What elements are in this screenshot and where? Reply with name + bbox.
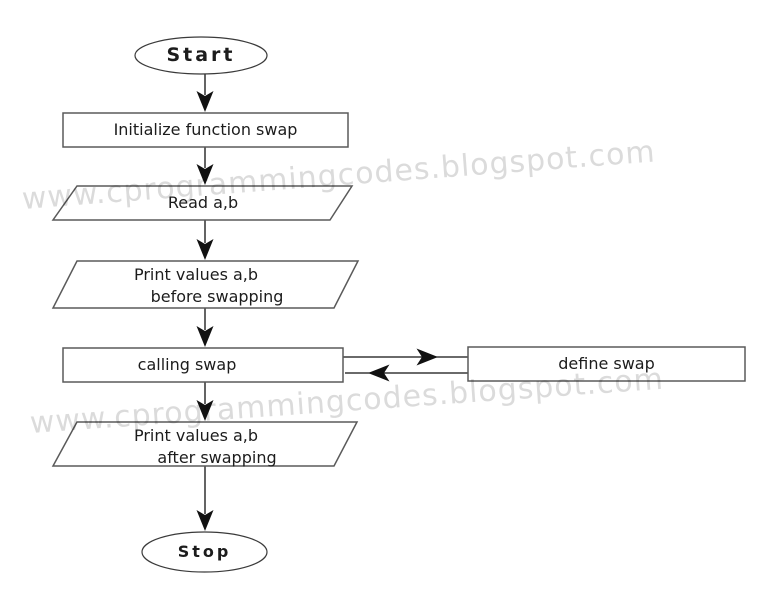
print-after-label: Print values a,b after swapping	[60, 425, 350, 469]
print-before-label: Print values a,b before swapping	[60, 264, 350, 308]
print-before-line2: before swapping	[150, 287, 284, 306]
stop-label: Stop	[177, 542, 232, 561]
stop-terminator-shape	[141, 531, 268, 573]
print-before-line1: Print values a,b	[133, 265, 259, 284]
arrow-down-icon	[196, 164, 214, 185]
read-label: Read a,b	[167, 193, 239, 212]
start-label: Start	[166, 44, 236, 66]
arrow-down-icon	[196, 510, 214, 531]
arrow-down-icon	[196, 91, 214, 112]
print-after-line1: Print values a,b	[133, 426, 259, 445]
calling-swap-label: calling swap	[137, 355, 237, 374]
initialize-process-shape	[62, 112, 349, 148]
print-after-io-shape	[51, 421, 359, 467]
arrow-left-icon	[368, 364, 390, 382]
read-io-shape	[51, 185, 354, 221]
arrow-right-icon	[416, 348, 438, 366]
start-terminator-shape	[134, 36, 268, 75]
print-after-line2: after swapping	[157, 448, 277, 467]
connector-lines	[204, 74, 468, 514]
arrow-down-icon	[196, 239, 214, 260]
define-swap-label: define swap	[558, 354, 655, 373]
initialize-label: Initialize function swap	[113, 120, 298, 139]
node-shapes	[51, 36, 746, 573]
arrow-down-icon	[196, 400, 214, 421]
arrowheads	[196, 91, 438, 531]
arrow-down-icon	[196, 326, 214, 347]
calling-swap-process-shape	[62, 347, 344, 383]
define-swap-process-shape	[467, 346, 746, 382]
print-before-io-shape	[51, 260, 360, 309]
